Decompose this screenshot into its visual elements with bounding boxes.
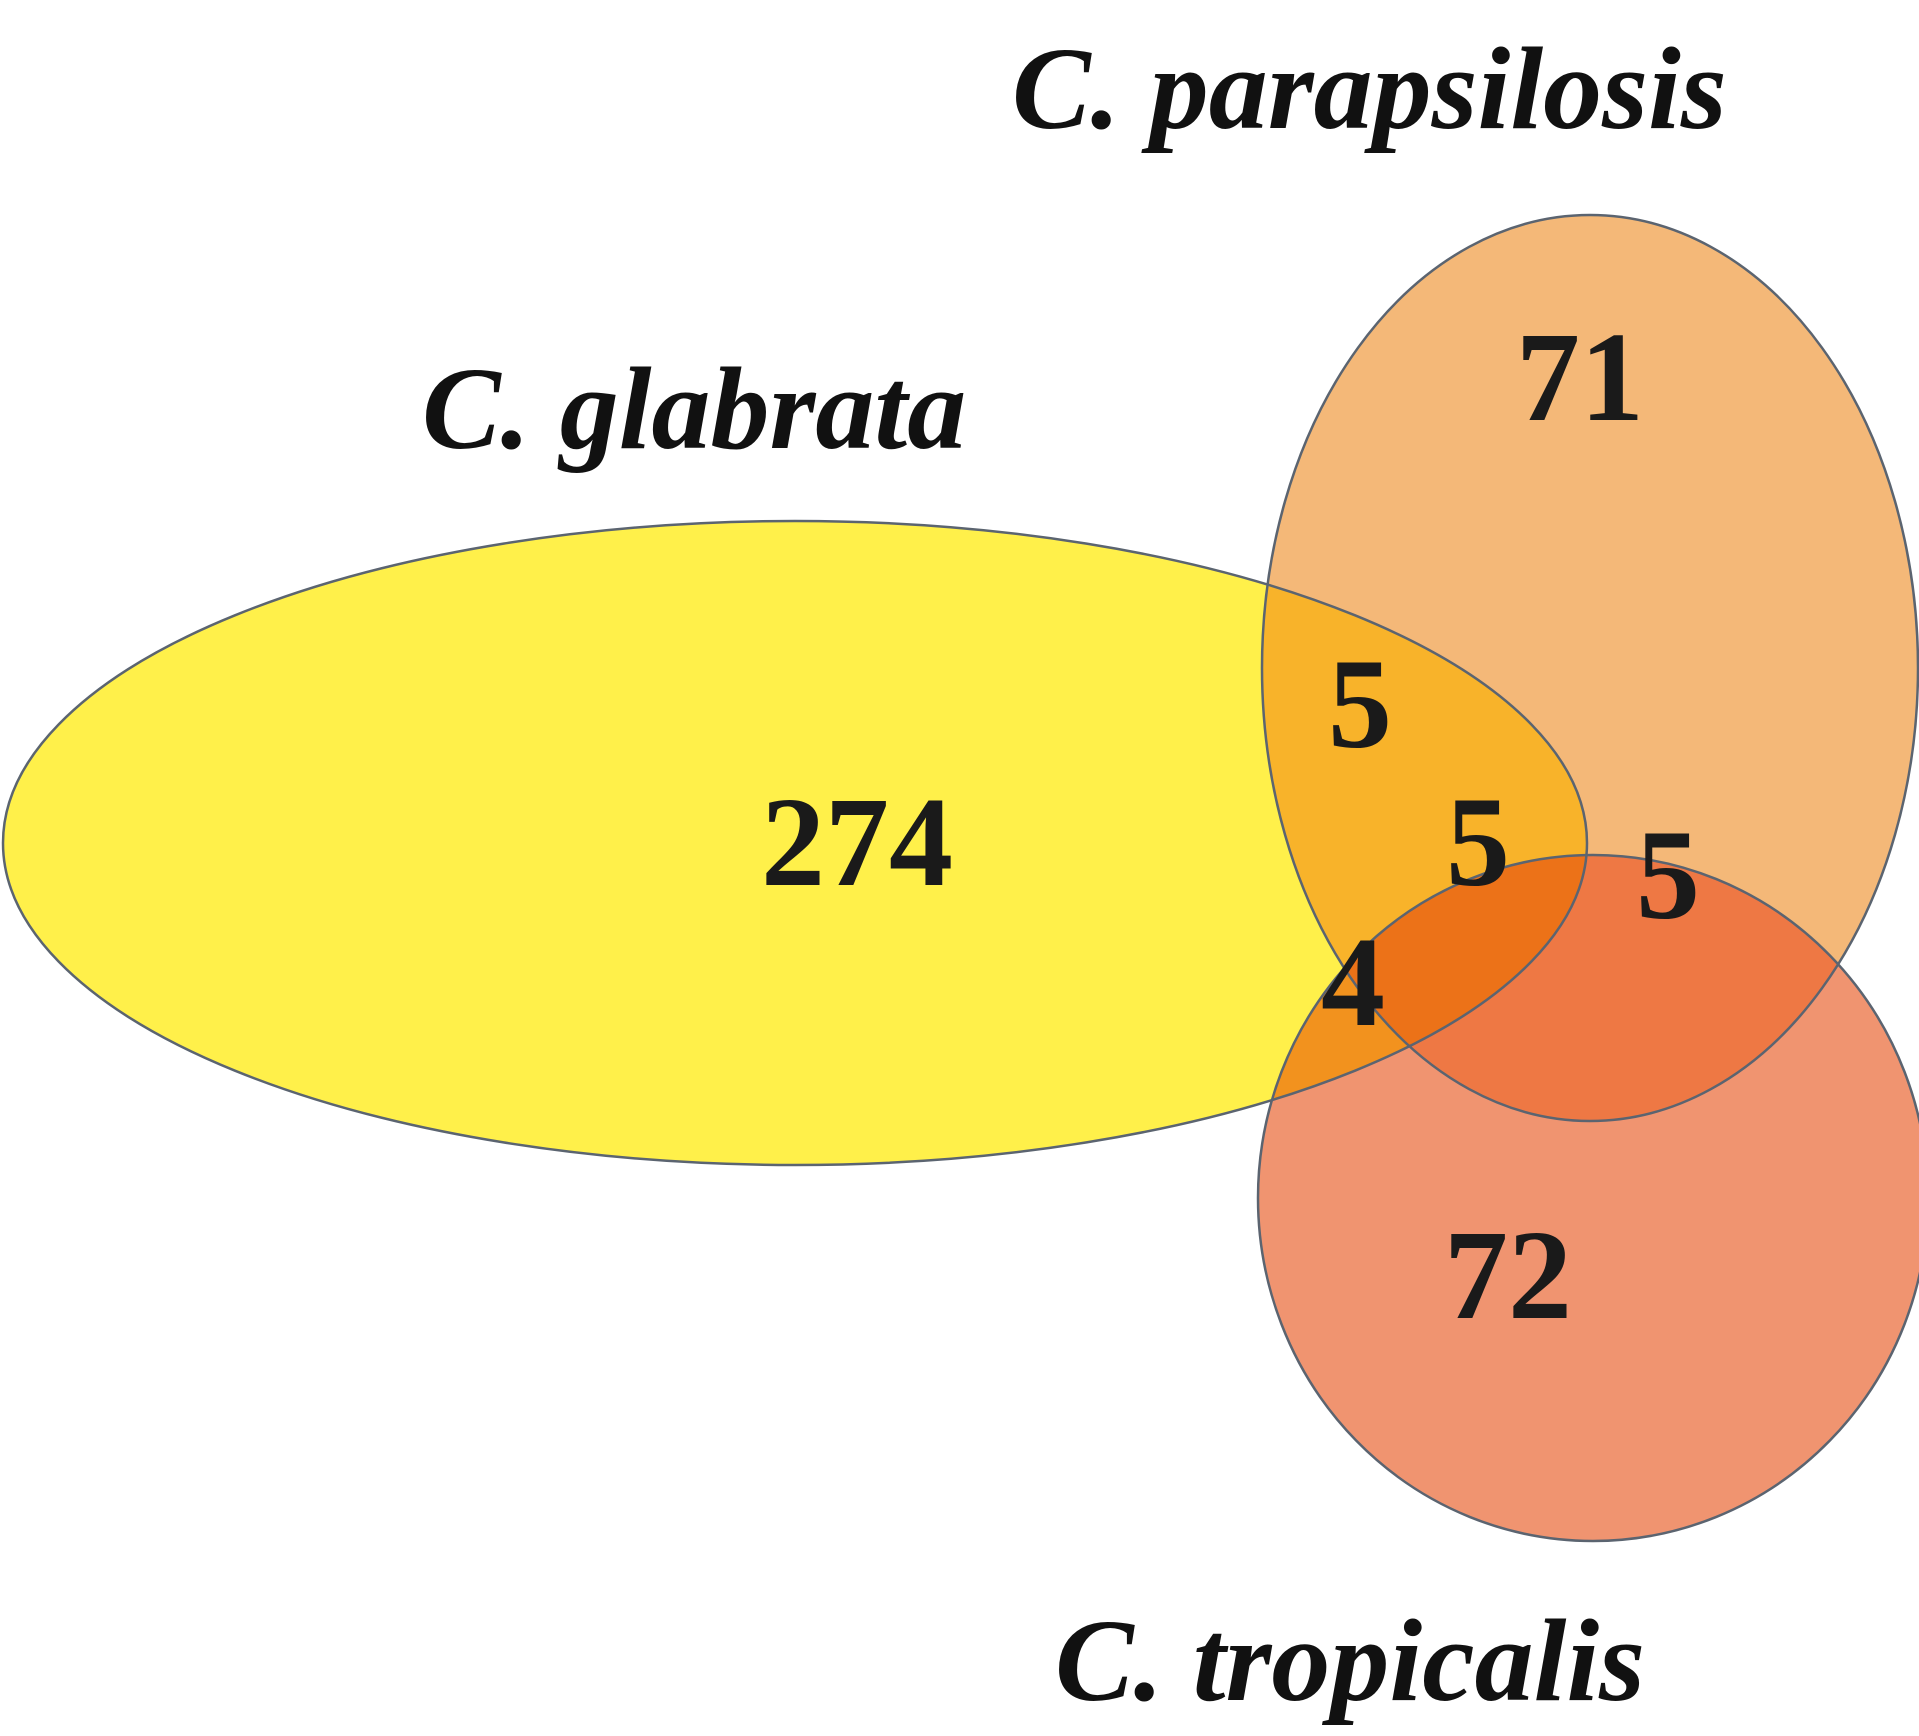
count-glabrata-tropicalis: 4 <box>1321 911 1385 1053</box>
count-glabrata-only: 274 <box>761 771 953 913</box>
label-glabrata: C. glabrata <box>422 343 966 474</box>
label-parapsilosis: C. parapsilosis <box>1012 23 1727 154</box>
count-tropicalis-only: 72 <box>1444 1204 1572 1346</box>
outline-parapsilosis <box>1260 213 1919 1123</box>
outline-tropicalis <box>1256 853 1919 1543</box>
label-tropicalis: C. tropicalis <box>1055 1595 1645 1726</box>
count-all-three: 5 <box>1446 771 1510 913</box>
overlap-all-three <box>1262 855 1587 1121</box>
set-ellipse-glabrata <box>3 521 1587 1165</box>
overlap-glabrata-parapsilosis <box>1262 521 1587 1121</box>
count-glabrata-parapsilosis: 5 <box>1328 633 1392 775</box>
count-parapsilosis-tropicalis: 5 <box>1636 804 1700 946</box>
count-parapsilosis-only: 71 <box>1516 306 1644 448</box>
outline-glabrata <box>1 519 1589 1167</box>
